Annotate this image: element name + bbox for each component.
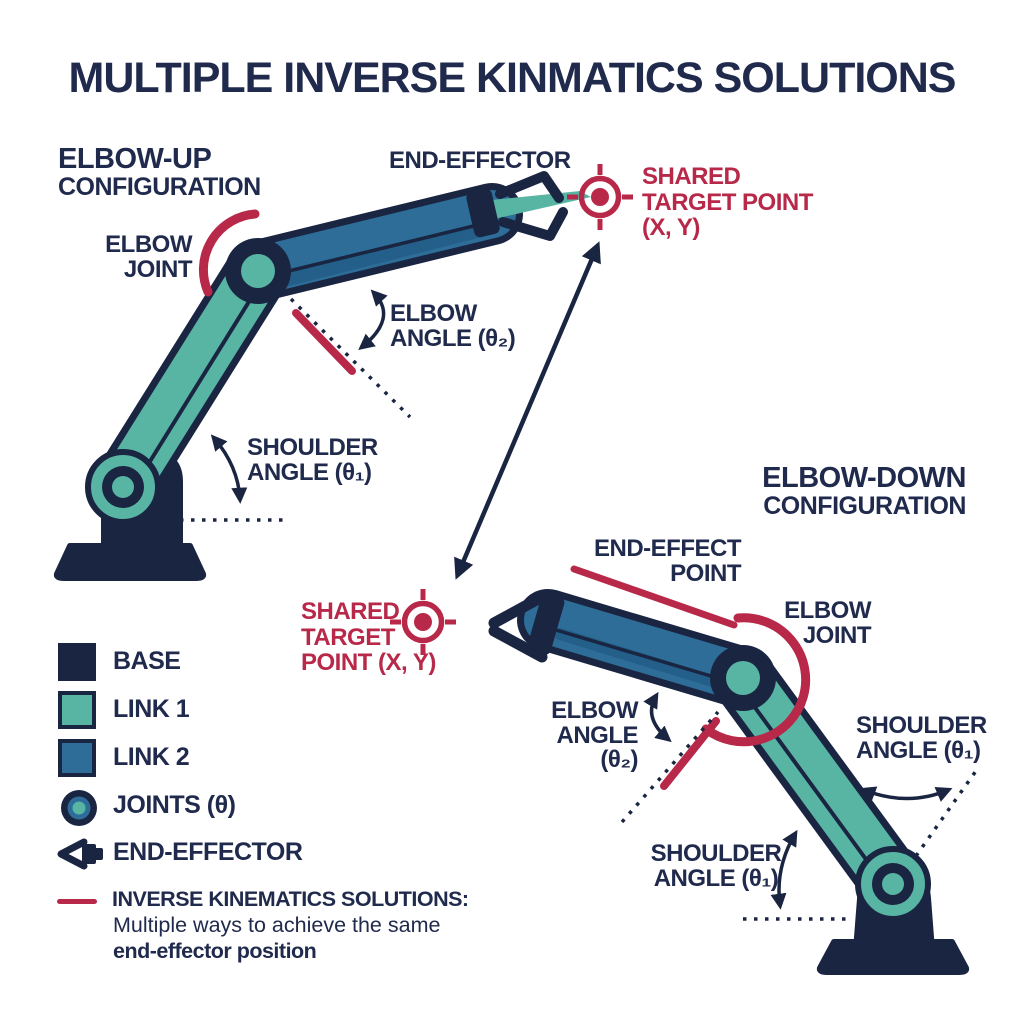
elbow-down-link2-shading <box>554 628 741 694</box>
legend-end-effector-label: END-EFFECTOR <box>113 838 303 866</box>
elbow-up-link2-seam <box>259 219 495 280</box>
link1-color-swatch <box>58 691 96 729</box>
elbow-down-elbow-angle-line2: ANGLE <box>556 721 639 749</box>
elbow-up-base <box>53 543 207 581</box>
elbow-up-elbow-angle-line2: ANGLE (θ₂) <box>390 324 516 352</box>
elbow-down-elbow-joint-label: ELBOW JOINT <box>770 597 872 649</box>
shared-target-top-label: SHARED TARGET POINT (X, Y) <box>642 164 813 241</box>
elbow-up-link1-seam <box>129 277 265 494</box>
elbow-down-elbow-joint-line1: ELBOW <box>784 597 871 624</box>
elbow-down-link1-seam <box>735 681 889 890</box>
elbow-down-config-line2: CONFIGURATION <box>763 491 966 520</box>
shared-target-middle-line1: SHARED <box>301 598 400 625</box>
elbow-down-elbow-joint-line2: JOINT <box>802 621 872 649</box>
elbow-down-elbow-reference-dotted-line <box>620 710 720 824</box>
elbow-up-config-line1: ELBOW-UP <box>58 143 212 175</box>
elbow-down-shoulder-angle-bottom-line2: ANGLE (θ₁) <box>653 864 779 892</box>
shared-target-top-line1: SHARED <box>642 163 741 190</box>
elbow-up-shoulder-angle-line2: ANGLE (θ₁) <box>247 458 372 486</box>
elbow-up-elbow-joint-line1: ELBOW <box>105 231 192 258</box>
end-effect-point-label: END-EFFECT POINT <box>590 535 742 587</box>
elbow-down-elbow-angle-line1: ELBOW <box>551 697 638 724</box>
elbow-down-elbow-joint-icon <box>710 645 776 711</box>
legend-link1-label: LINK 1 <box>113 695 190 723</box>
shared-target-middle-label: SHARED TARGET POINT (X, Y) <box>301 599 436 676</box>
shared-target-top-line3: (X, Y) <box>642 214 700 242</box>
elbow-up-elbow-joint-icon <box>225 238 291 304</box>
elbow-up-link2-shading <box>268 222 494 290</box>
elbow-up-ik-solution-segment <box>292 309 356 375</box>
end-effect-point-line1: END-EFFECT <box>594 535 742 562</box>
shared-target-connector-arrow <box>454 241 601 580</box>
elbow-down-shoulder-angle-right-line1: SHOULDER <box>856 712 987 739</box>
elbow-up-link2 <box>234 190 516 295</box>
end-effector-icon <box>57 838 103 870</box>
legend-joints-label: JOINTS (θ) <box>113 791 236 819</box>
elbow-up-shoulder-angle-line1: SHOULDER <box>247 434 378 461</box>
ik-solutions-line-swatch <box>57 899 97 904</box>
elbow-up-config-line2: CONFIGURATION <box>58 172 261 201</box>
elbow-down-elbow-angle-arrow <box>643 691 672 743</box>
elbow-down-config-line1: ELBOW-DOWN <box>762 462 966 494</box>
end-effect-point-line2: POINT <box>670 559 741 587</box>
end-effector-label: END-EFFECTOR <box>389 147 571 174</box>
elbow-down-link2-seam <box>545 625 742 687</box>
link2-color-swatch <box>58 739 96 777</box>
elbow-down-base <box>816 939 970 975</box>
elbow-up-elbow-angle-arrow <box>358 289 388 351</box>
elbow-up-elbow-joint-line2: JOINT <box>123 255 193 283</box>
elbow-down-elbow-angle-line3: (θ₂) <box>600 746 638 774</box>
elbow-down-arm <box>488 565 980 975</box>
elbow-down-shoulder-angle-bottom-arrow <box>770 829 798 910</box>
elbow-up-shoulder-angle-arrow <box>210 434 248 504</box>
elbow-up-ik-solution-arc <box>198 209 260 297</box>
legend-ik-title: INVERSE KINEMATICS SOLUTIONS: <box>112 887 469 911</box>
elbow-up-shoulder-angle-label: SHOULDER ANGLE (θ₁) <box>247 434 378 486</box>
elbow-down-shoulder-reference-dotted-diagonal <box>914 766 980 858</box>
legend-ik-description-line2: end-effector position <box>113 939 317 963</box>
elbow-down-shoulder-angle-right-label: SHOULDER ANGLE (θ₁) <box>856 712 987 764</box>
elbow-down-ik-solution-line <box>570 565 738 629</box>
elbow-down-link1 <box>718 653 918 908</box>
elbow-down-shoulder-angle-right-line2: ANGLE (θ₁) <box>856 736 981 764</box>
shared-target-middle-line3: POINT (X, Y) <box>301 649 436 677</box>
elbow-down-ik-solution-segment <box>660 717 720 790</box>
elbow-down-end-effector-icon <box>488 592 565 663</box>
elbow-down-shoulder-angle-bottom-line1: SHOULDER <box>650 840 782 867</box>
legend-base-label: BASE <box>113 647 181 675</box>
elbow-up-config-label: ELBOW-UP CONFIGURATION <box>58 143 261 201</box>
joint-icon <box>61 790 97 826</box>
elbow-up-end-effector-icon <box>466 171 591 241</box>
elbow-down-ik-solution-arc <box>701 613 811 747</box>
elbow-up-elbow-angle-line1: ELBOW <box>390 300 477 327</box>
elbow-up-shoulder-joint-icon <box>85 449 161 525</box>
base-color-swatch <box>58 643 96 681</box>
legend-ik-description-line1: Multiple ways to achieve the same <box>113 913 441 937</box>
elbow-up-link1 <box>98 246 283 512</box>
elbow-up-elbow-joint-label: ELBOW JOINT <box>88 231 193 283</box>
elbow-down-link2 <box>524 596 767 702</box>
elbow-up-arm <box>53 171 591 581</box>
target-icon-top <box>567 164 633 230</box>
shared-target-middle-line2: TARGET <box>301 623 395 651</box>
target-icon-middle <box>390 589 456 655</box>
page-title: MULTIPLE INVERSE KINMATICS SOLUTIONS <box>68 54 957 102</box>
elbow-down-shoulder-angle-right-arrow <box>859 786 953 802</box>
elbow-down-config-label: ELBOW-DOWN CONFIGURATION <box>720 462 966 520</box>
elbow-up-elbow-angle-label: ELBOW ANGLE (θ₂) <box>390 300 516 352</box>
elbow-down-shoulder-joint-icon <box>855 846 931 922</box>
elbow-down-shoulder-angle-bottom-label: SHOULDER ANGLE (θ₁) <box>648 840 784 892</box>
shared-target-top-line2: TARGET POINT <box>642 188 813 216</box>
elbow-down-elbow-angle-label: ELBOW ANGLE (θ₂) <box>538 697 639 774</box>
legend-link2-label: LINK 2 <box>113 743 190 771</box>
